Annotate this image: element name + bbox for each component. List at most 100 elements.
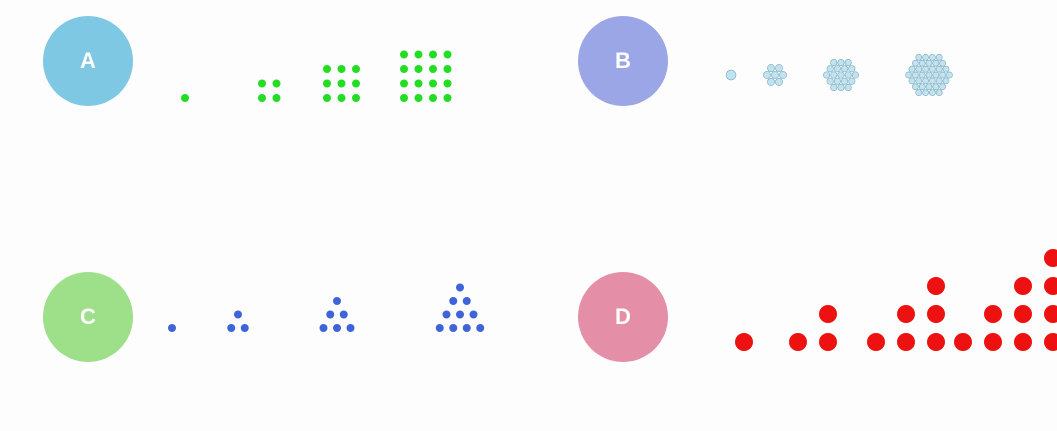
panel-b-dot bbox=[841, 78, 847, 84]
panel-b-dot bbox=[838, 84, 844, 90]
panel-b-dot bbox=[926, 60, 932, 66]
panel-b-dot bbox=[923, 90, 929, 96]
panel-d-dot bbox=[1014, 333, 1032, 351]
panel-d-dot bbox=[927, 333, 945, 351]
panel-d-dot bbox=[789, 333, 807, 351]
panel-d-dot bbox=[819, 333, 837, 351]
panel-c-dot bbox=[320, 324, 328, 332]
panel-b-dot bbox=[916, 66, 922, 72]
panel-a-dot bbox=[352, 80, 360, 88]
panel-b-dot bbox=[936, 78, 942, 84]
panel-b-dot bbox=[827, 66, 833, 72]
panel-c-dot bbox=[326, 311, 334, 319]
panel-b-dot bbox=[940, 84, 946, 90]
panel-a-dot bbox=[273, 94, 281, 102]
panel-b-dot bbox=[933, 72, 939, 78]
panel-a-dot bbox=[400, 94, 408, 102]
panel-b-dot bbox=[943, 78, 949, 84]
panel-b-dot bbox=[838, 59, 844, 65]
panel-b-dot bbox=[852, 72, 858, 78]
panel-d-dot bbox=[1014, 277, 1032, 295]
panel-c-dot bbox=[470, 311, 478, 319]
panel-a-dot bbox=[258, 80, 266, 88]
panel-b-dot bbox=[831, 84, 837, 90]
panel-a-dot bbox=[429, 65, 437, 73]
panel-b-dot bbox=[767, 78, 774, 85]
panel-a-dot bbox=[444, 94, 452, 102]
panel-d-dot bbox=[984, 305, 1002, 323]
panel-b-dot bbox=[926, 84, 932, 90]
panel-c-dot bbox=[463, 297, 471, 305]
panel-b-dot bbox=[909, 66, 915, 72]
panel-b-dot bbox=[775, 64, 782, 71]
panel-b-dot bbox=[906, 72, 912, 78]
panel-b-dot bbox=[834, 78, 840, 84]
panel-c-dot bbox=[449, 297, 457, 305]
panel-d-dot bbox=[867, 333, 885, 351]
panel-b-dot bbox=[849, 66, 855, 72]
panel-b-dot bbox=[916, 78, 922, 84]
panel-b-dot bbox=[838, 72, 844, 78]
panel-d-dot bbox=[819, 305, 837, 323]
panel-c-dot bbox=[463, 324, 471, 332]
panel-a-dot bbox=[181, 94, 189, 102]
panel-c-dot bbox=[456, 311, 464, 319]
panel-b-dot bbox=[929, 54, 935, 60]
panel-d-dot bbox=[1044, 249, 1057, 267]
panel-d-dot bbox=[954, 333, 972, 351]
panel-b-dot bbox=[916, 54, 922, 60]
panel-b-dot bbox=[763, 71, 770, 78]
panel-b-dot bbox=[936, 54, 942, 60]
panel-b-dot bbox=[923, 54, 929, 60]
panel-c-dot bbox=[340, 311, 348, 319]
panel-b-dot bbox=[779, 71, 786, 78]
panel-c-dot bbox=[227, 324, 235, 332]
panel-a-dot bbox=[429, 94, 437, 102]
panel-a-dot bbox=[400, 65, 408, 73]
panel-c-dot bbox=[443, 311, 451, 319]
panel-b-dot bbox=[946, 72, 952, 78]
panel-b-dot bbox=[823, 72, 829, 78]
panel-a-dot bbox=[444, 65, 452, 73]
panel-b-dot bbox=[849, 78, 855, 84]
panel-d-dot bbox=[735, 333, 753, 351]
panel-c-dot bbox=[333, 297, 341, 305]
panel-b-dot bbox=[912, 72, 918, 78]
panel-b-dot bbox=[845, 59, 851, 65]
panel-b-dot bbox=[933, 84, 939, 90]
panel-c-dot bbox=[241, 324, 249, 332]
panel-b-dot bbox=[916, 90, 922, 96]
panel-a-dot bbox=[415, 80, 423, 88]
panel-b-dot bbox=[940, 72, 946, 78]
panel-b-dot bbox=[841, 66, 847, 72]
panel-b-dot bbox=[834, 66, 840, 72]
panel-c-dot bbox=[234, 311, 242, 319]
panel-a-dot bbox=[323, 65, 331, 73]
panel-d-dot bbox=[1044, 277, 1057, 295]
panel-a-dot bbox=[400, 80, 408, 88]
panel-c-dot bbox=[476, 324, 484, 332]
panel-a-dot bbox=[258, 94, 266, 102]
panel-d-dot bbox=[927, 277, 945, 295]
panel-a-dot bbox=[444, 51, 452, 59]
panel-b-dot bbox=[767, 64, 774, 71]
panel-b-dot bbox=[845, 84, 851, 90]
panel-b-dot bbox=[933, 60, 939, 66]
panel-a-dot bbox=[323, 94, 331, 102]
panel-b-dot bbox=[909, 78, 915, 84]
panel-c-dot bbox=[333, 324, 341, 332]
panel-b-dot bbox=[943, 66, 949, 72]
panel-b-dot bbox=[726, 70, 736, 80]
panel-b-dot bbox=[926, 72, 932, 78]
panel-b-dot bbox=[919, 72, 925, 78]
panel-b-dot bbox=[940, 60, 946, 66]
panel-a-dot bbox=[429, 51, 437, 59]
panel-c-dot bbox=[168, 324, 176, 332]
panel-b-dot bbox=[936, 66, 942, 72]
panel-b-dot bbox=[929, 78, 935, 84]
panel-d-dot bbox=[897, 333, 915, 351]
panel-c-dot bbox=[456, 284, 464, 292]
panel-b-dot bbox=[912, 84, 918, 90]
panel-d-dot bbox=[1014, 305, 1032, 323]
panel-a-dot bbox=[415, 51, 423, 59]
